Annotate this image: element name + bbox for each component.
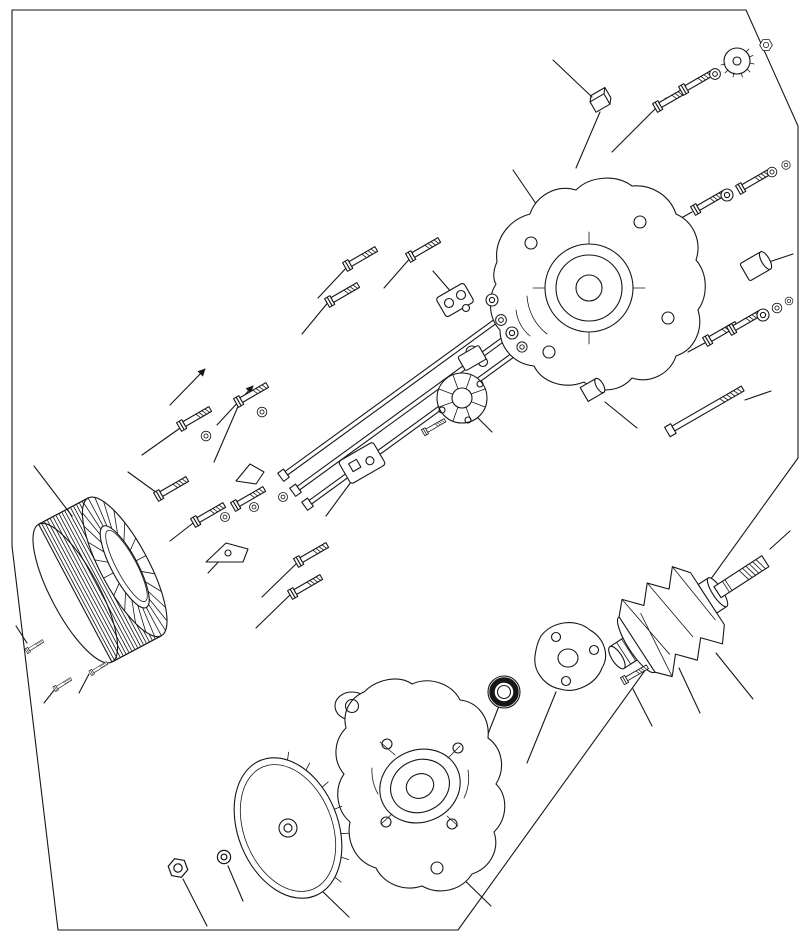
screw	[88, 660, 109, 676]
flat-washer	[485, 293, 499, 307]
mounting-bracket	[205, 542, 249, 563]
lock-washer	[220, 512, 230, 522]
front-end-frame-housing	[334, 678, 506, 892]
flat-washer	[495, 314, 507, 326]
rear-end-frame-housing	[489, 177, 706, 391]
screw	[735, 167, 773, 195]
stator	[32, 496, 168, 664]
fan-pulley-disc	[233, 751, 350, 899]
drawing-border	[11, 9, 799, 931]
screw	[287, 572, 325, 600]
lock-washer	[200, 430, 212, 442]
lock-washer	[249, 502, 259, 512]
screw	[230, 484, 268, 512]
rectifier-assembly	[436, 372, 488, 424]
through-bolt	[277, 276, 556, 482]
screw	[52, 676, 73, 692]
screw	[405, 235, 443, 263]
insulator-washer-plate	[720, 47, 755, 78]
screw	[176, 404, 214, 432]
flat-washer	[216, 849, 232, 865]
brush-holder	[436, 283, 474, 317]
screw	[153, 474, 191, 502]
hardware-cluster-right	[702, 296, 794, 347]
lock-washer	[278, 492, 288, 502]
terminal-assembly	[338, 442, 386, 484]
lock-washer	[756, 308, 770, 322]
flat-washer	[516, 341, 528, 353]
rotor-shaft-assembly	[608, 555, 770, 678]
through-bolt	[664, 383, 746, 438]
lock-washer	[784, 296, 794, 306]
lock-washer	[256, 406, 268, 418]
left-hardware	[153, 380, 331, 600]
lock-washer	[771, 302, 783, 314]
nut	[759, 39, 773, 51]
screw	[293, 540, 331, 568]
bearing	[487, 675, 521, 709]
hardware-cluster-upper-right	[690, 160, 791, 216]
screw	[233, 380, 271, 408]
voltage-regulator	[457, 345, 489, 371]
spacer-bushing	[739, 251, 773, 281]
screw	[24, 638, 45, 654]
wire-clip	[235, 463, 265, 485]
lock-washer	[781, 160, 791, 170]
lock-washer	[709, 68, 721, 80]
terminal-connector	[589, 86, 612, 113]
spacer-bushing	[579, 377, 606, 402]
lock-washer	[720, 188, 734, 202]
flat-washer	[505, 326, 519, 340]
lock-washer	[766, 166, 778, 178]
screw	[342, 244, 380, 272]
pulley-nut	[166, 857, 190, 879]
hardware-cluster-top	[652, 39, 773, 113]
bearing-retainer-plate	[534, 622, 607, 691]
